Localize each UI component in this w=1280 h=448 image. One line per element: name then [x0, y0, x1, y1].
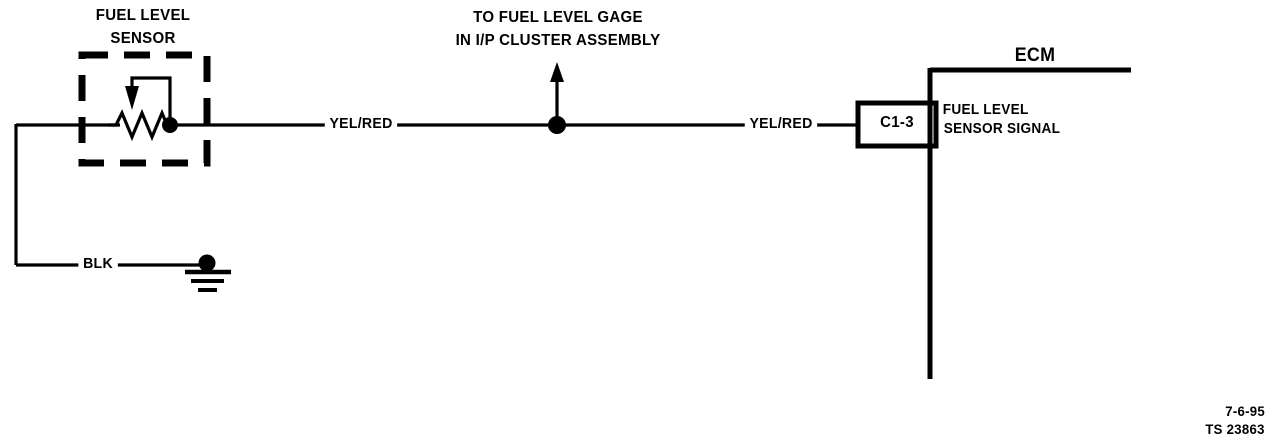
gage-note-line2: IN I/P CLUSTER ASSEMBLY [455, 32, 661, 49]
sensor-title-line2: SENSOR [110, 30, 176, 47]
wire-label-yel-red-right: YEL/RED [744, 116, 818, 131]
sensor-title-line1: FUEL LEVEL [95, 7, 191, 24]
ecm-signal-line2: SENSOR SIGNAL [943, 121, 1061, 137]
wiper-arm [125, 76, 172, 125]
gage-note-line1: TO FUEL LEVEL GAGE [473, 9, 643, 26]
chassis-ground-symbol [185, 254, 231, 292]
ground-wire-path [14, 124, 207, 267]
wire-label-yel-red-left: YEL/RED [324, 116, 398, 131]
ecm-title: ECM [1014, 45, 1056, 66]
stamp-figure-id: TS 23863 [1205, 421, 1265, 437]
stamp-date: 7-6-95 [1225, 403, 1265, 419]
gage-branch [548, 62, 566, 134]
ecm-boundary [927, 67, 1131, 379]
wire-label-blk-ground: BLK [78, 256, 118, 271]
connector-pin-label: C1-3 [880, 114, 914, 131]
ecm-signal-line1: FUEL LEVEL [942, 102, 1029, 118]
resistor-symbol [108, 108, 170, 142]
fuel-level-sensor-enclosure [78, 51, 211, 167]
gage-branch-junction-dot [548, 116, 566, 134]
connector-c1-3-box [855, 100, 939, 149]
sensor-wiper-junction-dot [162, 117, 178, 133]
